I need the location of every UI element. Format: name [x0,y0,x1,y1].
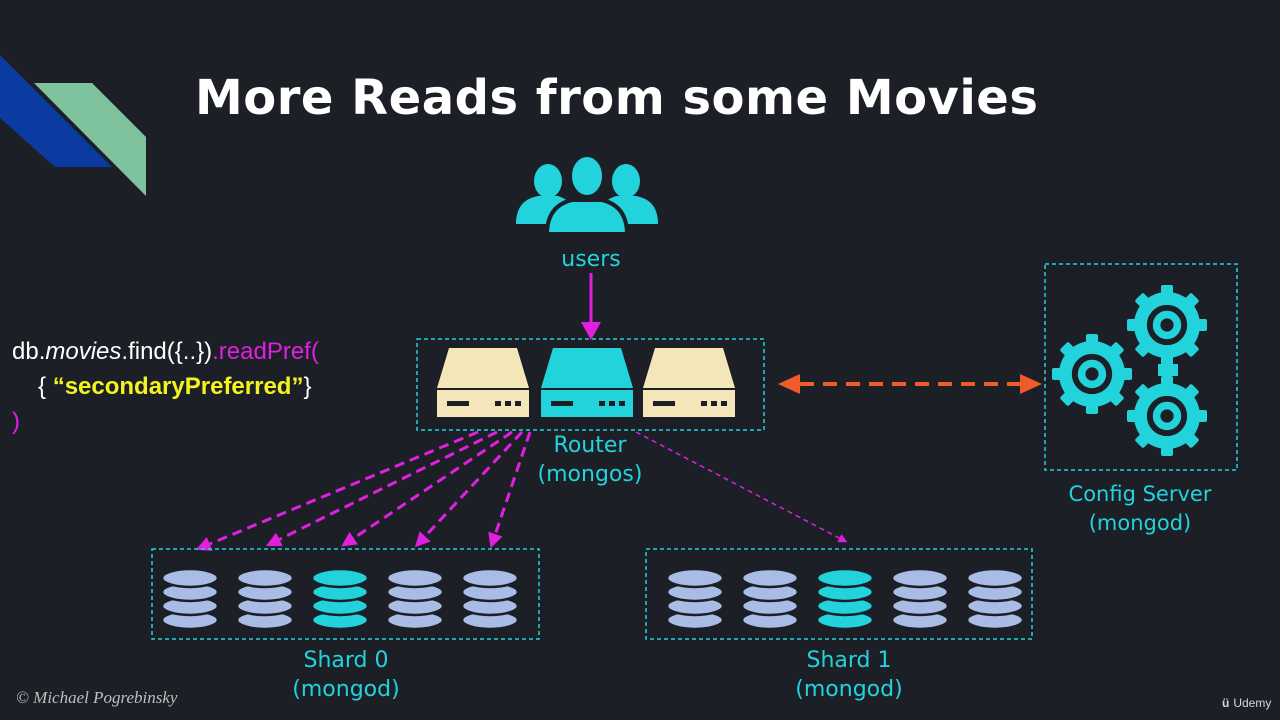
router-servers [437,346,737,423]
database-icon [740,567,800,631]
code-pref-value: “secondaryPreferred” [52,373,304,400]
code-collection: movies [45,338,122,365]
arrow-router-shard1 [635,431,848,543]
shard-1-label-line1: Shard 1 [806,648,892,673]
shard-0-label: Shard 0 (mongod) [266,646,426,704]
database-icon [890,567,950,631]
server-2 [541,348,633,417]
arrow-router-config-head-left [778,374,800,394]
shard-0-databases [160,560,532,637]
arrow-router-shard0-2 [265,430,498,547]
database-icon [965,567,1025,631]
shard-0-label-line2: (mongod) [292,677,400,702]
shard-1-label: Shard 1 (mongod) [769,646,929,704]
database-icon [160,567,220,631]
shard-0-db-row [160,567,520,631]
udemy-brand-text: Udemy [1233,696,1272,710]
users-label: users [561,247,621,272]
arrow-router-shard0-4 [414,430,524,548]
config-server-label-line1: Config Server [1068,482,1212,506]
code-brace-close: } [303,373,312,400]
slide-title: More Reads from some Movies [195,70,1039,126]
shard-1-databases [665,560,1037,637]
gear-icon [1052,334,1132,414]
corner-decoration [0,55,146,196]
arrow-router-config-head-right [1020,374,1042,394]
server-1 [437,348,529,417]
router-label: Router (mongos) [510,431,670,489]
shard-1-label-line2: (mongod) [795,677,903,702]
arrow-router-shard0-1 [195,430,479,551]
code-method: .readPref( [212,338,319,365]
code-brace-open: { [38,373,53,400]
database-icon [310,567,370,631]
router-label-line2: (mongos) [537,462,643,487]
router-label-line1: Router [553,433,627,458]
database-icon [815,567,875,631]
gear-icon [1127,285,1207,365]
code-db-prefix: db. [12,338,46,365]
shard-1-db-row [665,567,1025,631]
code-line-1: db.movies.find({..}).readPref( [12,338,319,366]
config-server-box [1044,263,1238,471]
shard-0-label-line1: Shard 0 [303,648,389,673]
code-find-call: .find({..}) [121,338,213,365]
users-group-icon [516,153,658,234]
copyright-text: © Michael Pogrebinsky [16,688,178,707]
database-icon [460,567,520,631]
server-3 [643,348,735,417]
database-icon [235,567,295,631]
gear-icon [1127,376,1207,456]
router-box [416,338,765,431]
arrow-router-shard0-3 [341,430,513,547]
server-icon [437,348,735,417]
config-server-label-line2: (mongod) [1088,511,1192,535]
arrow-router-shard0-5 [488,431,532,549]
shard-1-box [645,548,1033,640]
config-server-label: Config Server (mongod) [1050,480,1230,538]
gears-icon [1052,285,1207,456]
database-icon [665,567,725,631]
code-line-2: { “secondaryPreferred”} [38,373,311,401]
database-icon [385,567,445,631]
code-line-3: ) [12,408,20,435]
arrow-users-to-router-head [581,322,601,340]
udemy-logo-icon: ü [1222,696,1230,710]
